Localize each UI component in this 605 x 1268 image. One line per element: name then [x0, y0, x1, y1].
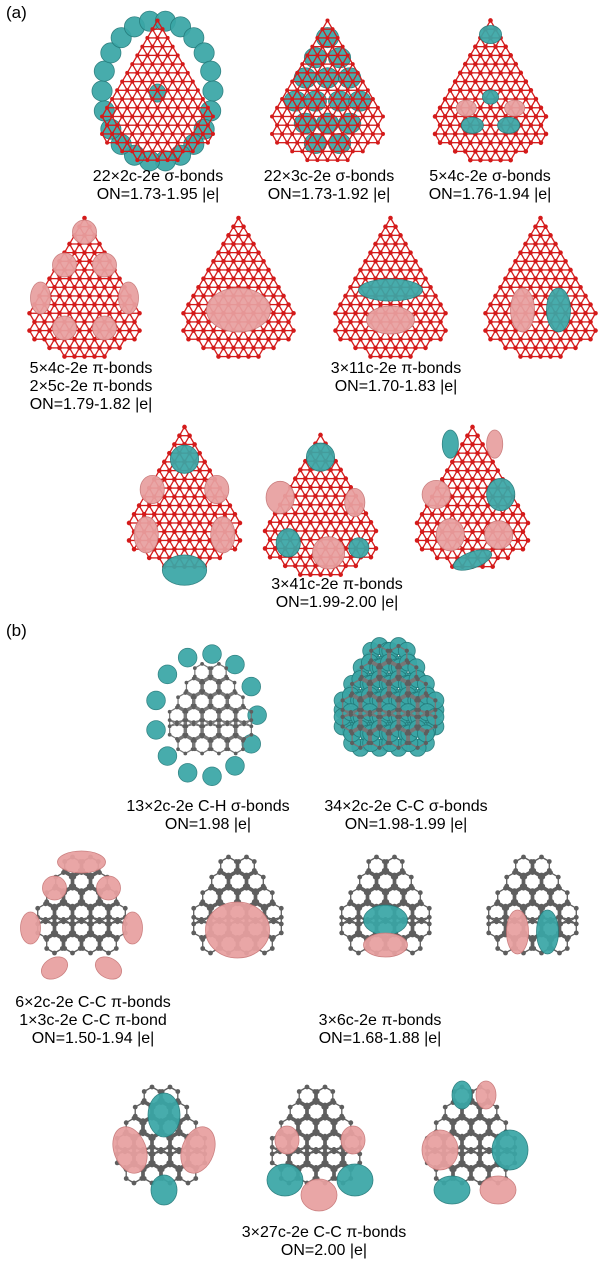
molecule-structure — [333, 215, 448, 359]
caption: 34×2c-2e C-C σ-bonds ON=1.98-1.99 |e| — [324, 798, 487, 834]
molecule-structure — [270, 18, 385, 163]
molecule-structure — [181, 215, 296, 359]
orbital-image — [400, 1070, 542, 1220]
caption-line: 22×3c-2e σ-bonds — [263, 168, 395, 185]
orbital-image — [428, 12, 553, 164]
molecule-structure — [20, 850, 143, 980]
molecule-structure — [262, 432, 379, 577]
caption-line: 1×3c-2e C-C π-bond — [19, 1012, 167, 1029]
orbital-image — [410, 412, 535, 577]
molecule-structure — [421, 1080, 529, 1205]
orbital-image — [176, 210, 301, 360]
molecule-structure — [486, 854, 579, 956]
orbital-image — [465, 840, 600, 990]
caption-line: 3×6c-2e π-bonds — [318, 1012, 442, 1029]
molecule-structure — [333, 637, 445, 757]
molecule-structure — [432, 18, 549, 163]
molecule-structure — [146, 644, 267, 787]
caption-line: ON=1.68-1.88 |e| — [318, 1030, 442, 1047]
caption-line: 3×41c-2e π-bonds — [271, 576, 403, 593]
molecule-structure — [191, 854, 284, 959]
orbital-image — [265, 12, 390, 164]
orbital-image — [478, 210, 603, 360]
caption-line: ON=1.70-1.83 |e| — [334, 378, 458, 395]
caption-line: ON=1.98-1.99 |e| — [344, 816, 468, 833]
caption: 5×4c-2e σ-bonds ON=1.76-1.94 |e| — [429, 168, 552, 204]
panel-label-b: (b) — [6, 621, 27, 640]
orbital-image — [146, 644, 273, 788]
caption-line: ON=1.76-1.94 |e| — [428, 186, 552, 203]
orbital-image — [122, 412, 247, 586]
caption-line: ON=1.99-2.00 |e| — [275, 594, 399, 611]
caption-line: 2×5c-2e π-bonds — [29, 378, 153, 395]
caption-line: 5×4c-2e σ-bonds — [429, 168, 551, 185]
caption-line: 3×11c-2e π-bonds — [330, 360, 462, 377]
caption: 5×4c-2e π-bonds 2×5c-2e π-bonds ON=1.79-… — [30, 360, 153, 414]
caption: 22×2c-2e σ-bonds ON=1.73-1.95 |e| — [93, 168, 223, 204]
orbital-image — [22, 210, 147, 360]
orbital-image — [90, 1070, 232, 1220]
molecule-structure — [27, 215, 142, 359]
caption: 3×27c-2e C-C π-bonds ON=2.00 |e| — [242, 1224, 406, 1260]
caption-line: 3×27c-2e C-C π-bonds — [241, 1224, 407, 1241]
caption: 13×2c-2e C-H σ-bonds ON=1.98 |e| — [126, 798, 289, 834]
orbital-image — [91, 10, 224, 172]
orbital-image — [318, 625, 460, 790]
orbital-image — [14, 840, 149, 990]
panel-label-a: (a) — [6, 3, 27, 22]
molecule-structure — [339, 854, 432, 958]
caption-line: 6×2c-2e C-C π-bonds — [15, 994, 171, 1011]
caption: 6×2c-2e C-C π-bonds 1×3c-2e C-C π-bond O… — [15, 994, 171, 1048]
caption-line: 34×2c-2e C-C σ-bonds — [324, 798, 488, 815]
molecule-structure — [414, 424, 531, 571]
molecule-structure — [112, 1084, 216, 1206]
caption-line: ON=1.73-1.95 |e| — [96, 186, 220, 203]
caption-line: ON=2.00 |e| — [280, 1242, 368, 1259]
caption: 3×11c-2e π-bonds ON=1.70-1.83 |e| — [331, 360, 461, 396]
orbital-image — [328, 210, 453, 360]
orbital-image — [258, 420, 383, 585]
caption-line: ON=1.79-1.82 |e| — [29, 396, 153, 413]
molecule-structure — [91, 10, 224, 172]
caption: 3×41c-2e π-bonds ON=1.99-2.00 |e| — [271, 576, 403, 612]
orbital-image — [245, 1070, 387, 1220]
molecule-structure — [126, 424, 243, 586]
caption-line: 13×2c-2e C-H σ-bonds — [126, 798, 290, 815]
caption-line: ON=1.98 |e| — [164, 816, 252, 833]
caption-line: 22×2c-2e σ-bonds — [92, 168, 224, 185]
molecule-structure — [266, 1084, 374, 1212]
caption: 3×6c-2e π-bonds ON=1.68-1.88 |e| — [319, 1012, 442, 1048]
caption-line: ON=1.50-1.94 |e| — [31, 1030, 155, 1047]
molecule-structure — [483, 215, 598, 359]
orbital-image — [170, 840, 305, 990]
caption-line: ON=1.73-1.92 |e| — [267, 186, 391, 203]
orbital-image — [318, 840, 453, 990]
caption: 22×3c-2e σ-bonds ON=1.73-1.92 |e| — [264, 168, 394, 204]
caption-line: 5×4c-2e π-bonds — [29, 360, 153, 377]
